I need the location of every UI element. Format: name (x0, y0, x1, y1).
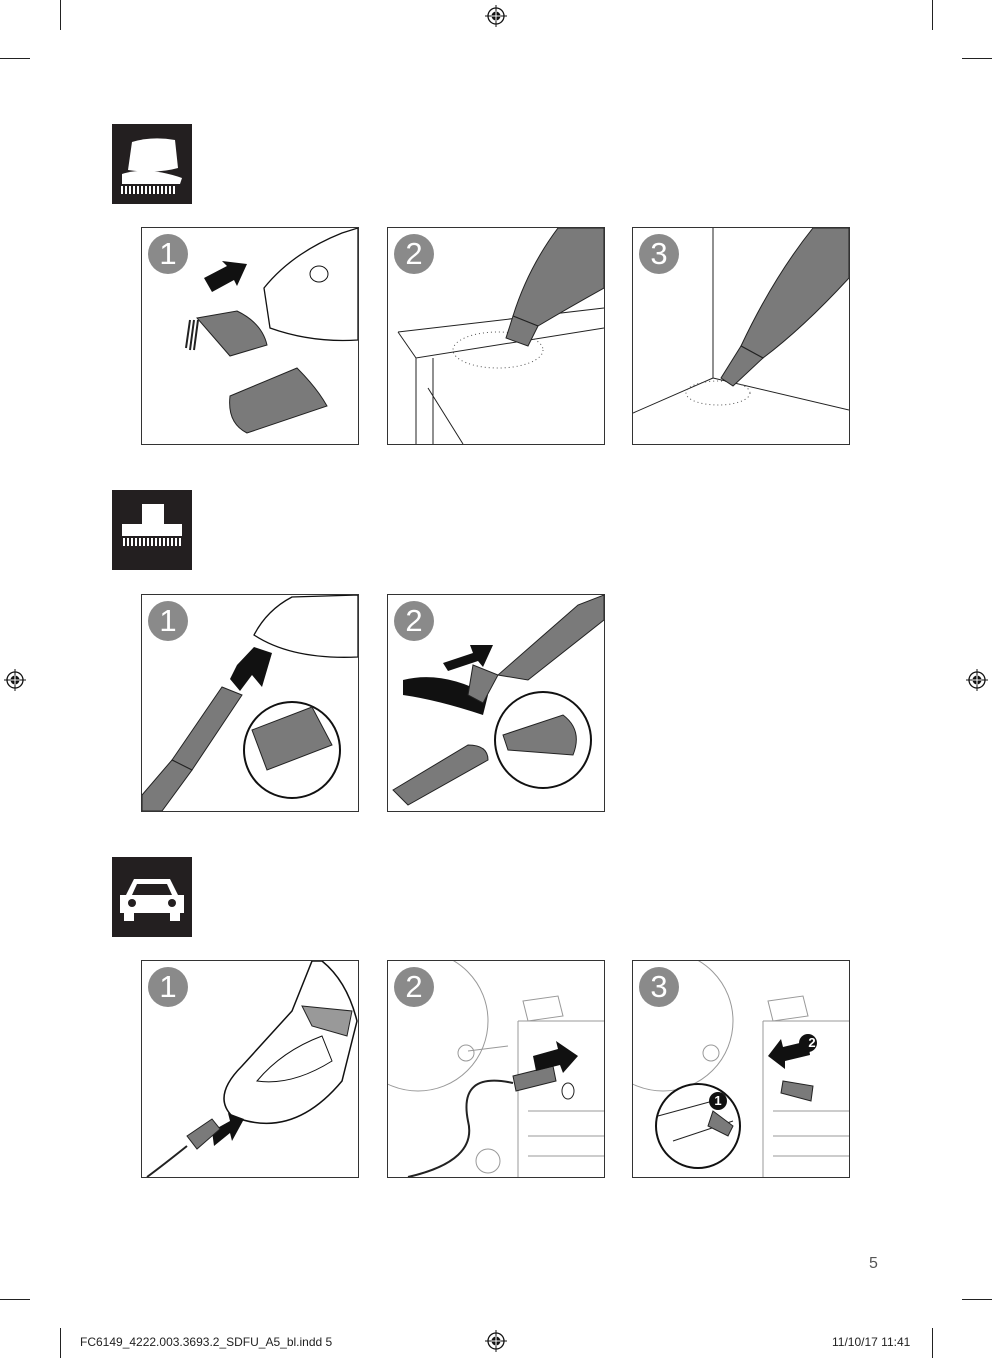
step-panel: 2 (387, 594, 605, 812)
crop-mark (0, 58, 30, 59)
footer-file-name: FC6149_4222.003.3693.2_SDFU_A5_bl.indd 5 (80, 1335, 333, 1349)
step-panel: 2 (387, 960, 605, 1178)
car-socket-remove-illustration (633, 961, 849, 1177)
step-panel: 3 (632, 227, 850, 445)
car-plug-into-vacuum-illustration (146, 961, 358, 1177)
step-number-badge: 3 (639, 234, 679, 274)
registration-mark-icon (485, 5, 507, 27)
brush-vacuum-table-illustration (397, 228, 604, 444)
step-panel: 3 2 1 (632, 960, 850, 1178)
upholstery-brush-icon (112, 124, 192, 204)
step-number-badge: 2 (394, 967, 434, 1007)
crop-mark (932, 1328, 933, 1358)
attach-brush-nozzle-illustration (185, 228, 358, 434)
page-number: 5 (869, 1255, 878, 1272)
callout-number: 1 (714, 1093, 722, 1108)
car-icon (112, 857, 192, 937)
registration-mark-icon (485, 1330, 507, 1352)
step-panel: 1 (141, 594, 359, 812)
registration-mark-icon (966, 669, 988, 691)
attach-hose-illustration (142, 595, 358, 811)
crop-mark (962, 58, 992, 59)
step-number-badge: 1 (148, 967, 188, 1007)
soft-brush-icon (112, 490, 192, 570)
attach-soft-brush-illustration (392, 595, 604, 806)
step-panel: 1 (141, 227, 359, 445)
step-number-badge: 2 (394, 601, 434, 641)
step-panel: 2 (387, 227, 605, 445)
step-panel: 1 (141, 960, 359, 1178)
registration-mark-icon (4, 669, 26, 691)
crop-mark (60, 1328, 61, 1358)
crop-mark (0, 1299, 30, 1300)
callout-number: 2 (808, 1035, 816, 1050)
step-number-badge: 3 (639, 967, 679, 1007)
crop-mark (60, 0, 61, 30)
crop-mark (932, 0, 933, 30)
step-number-badge: 1 (148, 601, 188, 641)
step-number-badge: 1 (148, 234, 188, 274)
footer-timestamp: 11/10/17 11:41 (832, 1335, 911, 1349)
step-number-badge: 2 (394, 234, 434, 274)
car-socket-plug-in-illustration (388, 961, 604, 1177)
crevice-vacuum-corner-illustration (633, 228, 849, 414)
crop-mark (962, 1299, 992, 1300)
